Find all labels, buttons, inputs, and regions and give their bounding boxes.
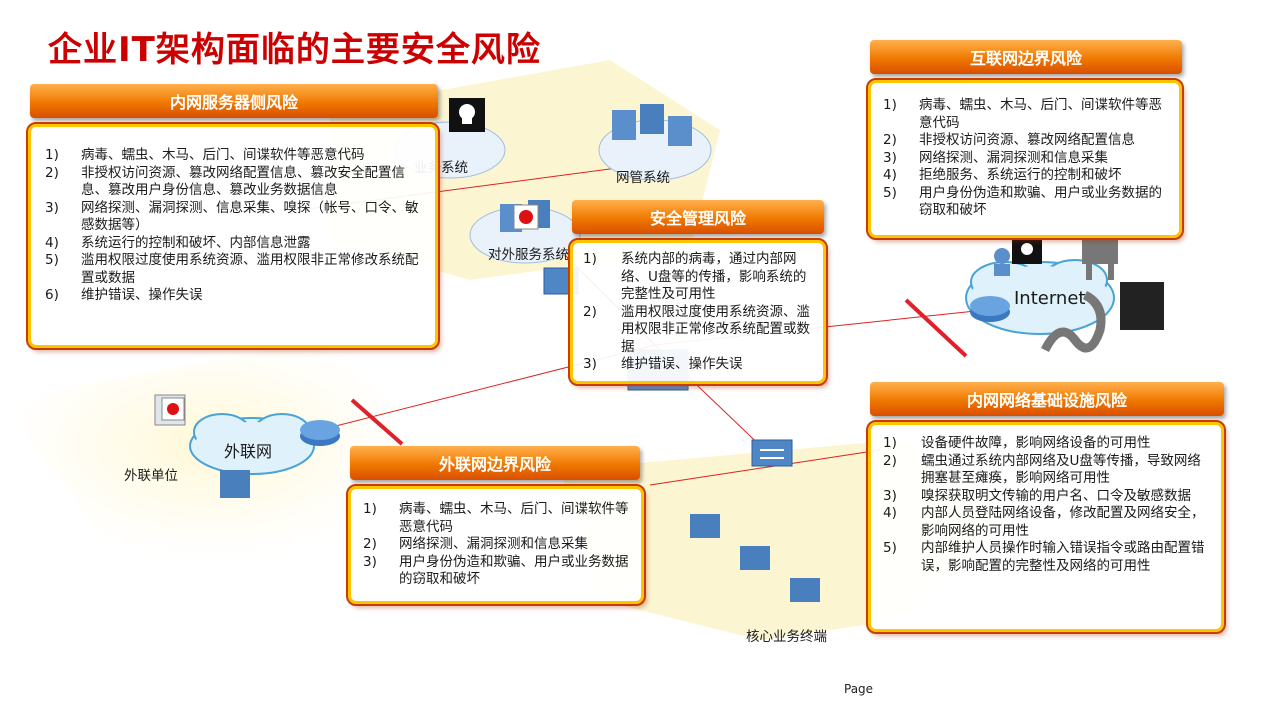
biohazard-icon xyxy=(513,204,539,230)
panel-header: 安全管理风险 xyxy=(572,200,824,234)
spy-icon xyxy=(1120,282,1164,330)
risk-item: 4)内部人员登陆网络设备，修改配置及网络安全，影响网络的可用性 xyxy=(883,505,1205,539)
risk-item: 3)网络探测、漏洞探测和信息采集 xyxy=(883,149,1108,166)
risk-item: 5)用户身份伪造和欺骗、用户或业务数据的窃取和破坏 xyxy=(883,184,1162,219)
risk-item: 1)系统内部的病毒，通过内部网络、U盘等的传播，影响系统的完整性及可用性 xyxy=(583,251,807,302)
panel-header: 互联网边界风险 xyxy=(870,40,1182,74)
risk-item: 4)拒绝服务、系统运行的控制和破坏 xyxy=(883,167,1122,183)
router-icon xyxy=(970,296,1010,322)
extranet-cloud xyxy=(189,413,315,475)
panel-header: 内网服务器侧风险 xyxy=(30,84,438,118)
risk-item: 3)维护错误、操作失误 xyxy=(583,356,743,372)
switch-icon xyxy=(751,439,793,467)
risk-item: 5)滥用权限过度使用系统资源、滥用权限非正常修改系统配置或数据 xyxy=(45,252,419,286)
panel-body: 1)病毒、蠕虫、木马、后门、间谍软件等恶意代码 2)非授权访问资源、篡改网络配置… xyxy=(866,78,1184,240)
panel-body: 1)系统内部的病毒，通过内部网络、U盘等的传播，影响系统的完整性及可用性 2)滥… xyxy=(568,238,828,386)
hacker-user-icon xyxy=(994,248,1010,276)
label-external-service: 对外服务系统 xyxy=(488,247,569,263)
trojan-horse-icon xyxy=(1082,238,1118,280)
label-extranet-unit: 外联单位 xyxy=(124,468,178,484)
panel-body: 1)病毒、蠕虫、木马、后门、间谍软件等恶意代码 2)非授权访问资源、篡改网络配置… xyxy=(26,122,440,350)
risk-item: 6)维护错误、操作失误 xyxy=(45,287,203,303)
risk-item: 2)滥用权限过度使用系统资源、滥用权限非正常修改系统配置或数据 xyxy=(583,303,810,355)
risk-item: 2)网络探测、漏洞探测和信息采集 xyxy=(363,536,588,552)
skull-icon xyxy=(1012,238,1042,264)
label-network-mgmt: 网管系统 xyxy=(616,170,670,186)
risk-item: 1)设备硬件故障，影响网络设备的可用性 xyxy=(883,435,1151,451)
risk-item: 1)病毒、蠕虫、木马、后门、间谍软件等恶意代码 xyxy=(45,147,365,163)
break-marker-internet xyxy=(904,298,968,358)
router-icon xyxy=(300,420,340,446)
risk-item: 3)网络探测、漏洞探测、信息采集、嗅探（帐号、口令、敏感数据等） xyxy=(45,199,419,234)
risk-item: 2)非授权访问资源、篡改网络配置信息、篡改安全配置信息、篡改用户身份信息、篡改业… xyxy=(45,164,405,199)
risk-item: 3)嗅探获取明文传输的用户名、口令及敏感数据 xyxy=(883,487,1191,504)
terminal-icon xyxy=(690,514,820,602)
risk-item: 4)系统运行的控制和破坏、内部信息泄露 xyxy=(45,234,311,251)
page-footer-label: Page xyxy=(844,682,874,696)
risk-item: 5)内部维护人员操作时输入错误指令或路由配置错误，影响配置的完整性及网络的可用性 xyxy=(883,540,1205,574)
worm-icon xyxy=(1040,290,1106,353)
skull-icon xyxy=(449,98,485,132)
panel-body: 1)设备硬件故障，影响网络设备的可用性 2)蠕虫通过系统内部网络及U盘等传播，导… xyxy=(866,420,1226,634)
biohazard-icon xyxy=(161,397,185,421)
label-core-terminal: 核心业务终端 xyxy=(746,629,827,645)
break-marker-extranet xyxy=(350,398,404,446)
panel-header: 内网网络基础设施风险 xyxy=(870,382,1224,416)
page-title: 企业IT架构面临的主要安全风险 xyxy=(48,30,541,70)
label-extranet: 外联网 xyxy=(224,442,273,461)
risk-item: 2)非授权访问资源、篡改网络配置信息 xyxy=(883,132,1135,148)
server-platform xyxy=(598,104,712,181)
risk-item: 1)病毒、蠕虫、木马、后门、间谍软件等恶意代码 xyxy=(883,97,1162,131)
panel-header: 外联网边界风险 xyxy=(350,446,640,480)
label-internet: Internet xyxy=(1014,288,1086,309)
panel-body: 1)病毒、蠕虫、木马、后门、间谍软件等恶意代码 2)网络探测、漏洞探测和信息采集… xyxy=(346,484,646,606)
risk-item: 3)用户身份伪造和欺骗、用户或业务数据的窃取和破坏 xyxy=(363,553,629,588)
risk-item: 1)病毒、蠕虫、木马、后门、间谍软件等恶意代码 xyxy=(363,501,629,535)
risk-item: 2)蠕虫通过系统内部网络及U盘等传播，导致网络拥塞甚至瘫痪，影响网络可用性 xyxy=(883,452,1201,487)
